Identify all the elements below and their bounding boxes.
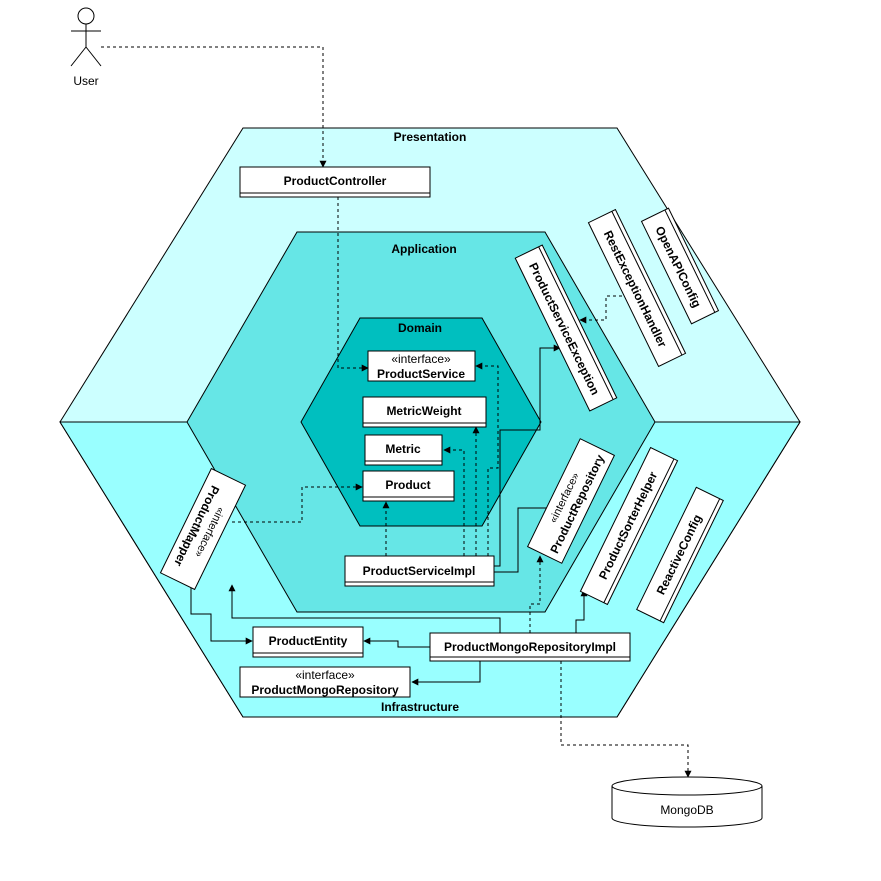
edge-controller-service: [337, 197, 369, 372]
product-entity-box[interactable]: ProductEntity: [252, 626, 364, 658]
user-actor[interactable]: User: [70, 7, 102, 88]
application-label: Application: [391, 242, 456, 256]
edge-impl-repository: [494, 504, 557, 573]
edge-user-controller: [101, 46, 327, 168]
edge-mapper-product: [232, 483, 363, 523]
edge-mongoimpl-db: [560, 661, 692, 778]
edge-mapper-entity: [190, 540, 253, 645]
metric-box[interactable]: Metric: [364, 434, 443, 466]
edge-impl-service: [475, 362, 499, 556]
user-label: User: [73, 74, 98, 88]
mongodb-database[interactable]: MongoDB: [611, 776, 763, 828]
infrastructure-label: Infrastructure: [381, 700, 459, 714]
product-mongo-repository-impl-box[interactable]: ProductMongoRepositoryImpl: [429, 632, 631, 662]
metric-weight-label: MetricWeight: [386, 404, 461, 418]
product-service-stereotype: «interface»: [391, 352, 451, 366]
product-box[interactable]: Product: [362, 470, 455, 502]
edge-mongoimpl-mongorepo: [411, 661, 481, 686]
mongodb-label: MongoDB: [660, 803, 713, 817]
edge-mongoimpl-sorter: [575, 589, 588, 633]
product-mongo-repository-impl-label: ProductMongoRepositoryImpl: [444, 640, 616, 654]
product-mongo-repository-stereotype: «interface»: [295, 668, 355, 682]
product-service-impl-box[interactable]: ProductServiceImpl: [344, 555, 495, 587]
domain-label: Domain: [398, 321, 442, 335]
presentation-label: Presentation: [394, 130, 467, 144]
product-mongo-repository-box[interactable]: «interface» ProductMongoRepository: [239, 666, 411, 698]
product-service-box[interactable]: «interface» ProductService: [367, 350, 476, 382]
product-controller-label: ProductController: [284, 174, 387, 188]
edge-mongoimpl-repository: [529, 555, 544, 633]
product-mongo-repository-label: ProductMongoRepository: [251, 683, 399, 697]
product-label: Product: [385, 478, 430, 492]
product-entity-label: ProductEntity: [269, 634, 348, 648]
metric-weight-box[interactable]: MetricWeight: [362, 396, 487, 428]
edge-mongoimpl-entity: [363, 637, 430, 648]
metric-label: Metric: [385, 442, 421, 456]
product-controller-box[interactable]: ProductController: [239, 166, 431, 198]
edge-impl-exception: [494, 344, 561, 567]
product-service-impl-label: ProductServiceImpl: [363, 564, 476, 578]
edge-mongoimpl-mapper: [228, 584, 501, 633]
product-service-label: ProductService: [377, 367, 465, 381]
